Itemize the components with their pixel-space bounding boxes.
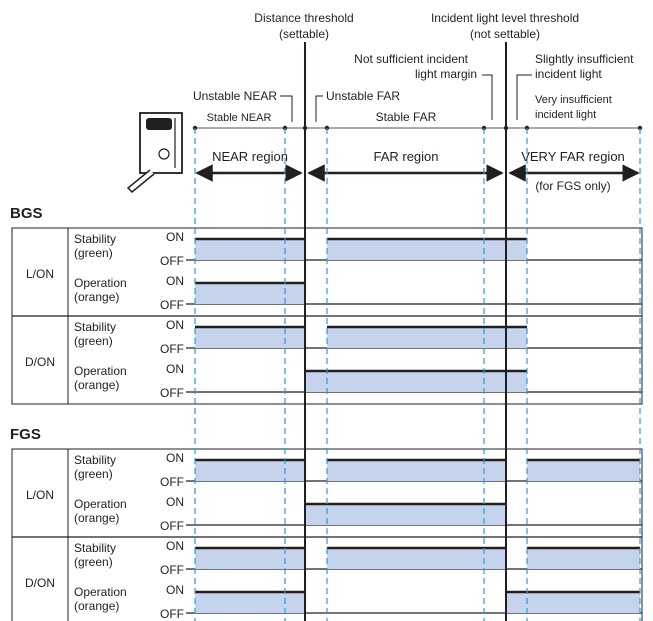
off-label: OFF: [160, 607, 184, 621]
stable-near-label: Stable NEAR: [207, 112, 272, 124]
on-interval-fill: [505, 592, 640, 613]
distance-threshold-sub: (settable): [279, 27, 329, 41]
slightly-insufficient-label: Slightly insufficient: [535, 52, 634, 66]
stability-color-label: (green): [74, 334, 113, 348]
unstable-far-label: Unstable FAR: [326, 89, 400, 103]
off-label: OFF: [160, 475, 184, 489]
unstable-near-leader: [280, 95, 293, 122]
header-annotations: Distance threshold (settable) Incident l…: [192, 11, 643, 193]
mode-l-on: L/ONStability(green)ONOFFOperation(orang…: [26, 230, 642, 312]
mode-label: L/ON: [26, 488, 54, 502]
stability-signal: Stability(green) ON OFF: [74, 451, 642, 489]
sensor-icon: [126, 112, 183, 194]
off-label: OFF: [160, 254, 184, 268]
stability-signal: Stability(green) ON OFF: [74, 318, 642, 356]
not-sufficient-sub: light margin: [415, 67, 477, 81]
operation-signal: Operation(orange) ON OFF: [74, 362, 642, 400]
on-label: ON: [166, 274, 184, 288]
for-fgs-only-label: (for FGS only): [535, 179, 610, 193]
unstable-near-label: Unstable NEAR: [193, 89, 277, 103]
on-interval-fill: [327, 327, 527, 348]
far-region-label: FAR region: [373, 149, 438, 164]
very-insufficient-sub: incident light: [535, 109, 596, 121]
operation-label: Operation: [74, 497, 127, 511]
on-interval-fill: [195, 239, 305, 260]
incident-threshold-label: Incident light level threshold: [431, 11, 579, 25]
on-interval-fill: [327, 548, 505, 569]
mode-label: D/ON: [25, 355, 55, 369]
on-interval-fill: [527, 548, 640, 569]
near-region-label: NEAR region: [212, 149, 288, 164]
stability-color-label: (green): [74, 246, 113, 260]
section-title: FGS: [10, 426, 41, 443]
on-label: ON: [166, 318, 184, 332]
timing-sections: BGSL/ONStability(green)ONOFFOperation(or…: [10, 205, 643, 621]
on-interval-fill: [527, 460, 640, 481]
operation-label: Operation: [74, 276, 127, 290]
reference-lines: [194, 42, 641, 621]
stability-color-label: (green): [74, 555, 113, 569]
mode-label: D/ON: [25, 576, 55, 590]
unstable-far-leader: [315, 95, 323, 122]
operation-signal: Operation(orange) ON OFF: [74, 583, 642, 621]
on-interval-fill: [195, 283, 305, 304]
on-interval-fill: [195, 327, 305, 348]
operation-color-label: (orange): [74, 290, 119, 304]
not-sufficient-leader: [482, 74, 493, 120]
operation-signal: Operation(orange) ON OFF: [74, 495, 642, 533]
section-bgs: BGSL/ONStability(green)ONOFFOperation(or…: [10, 205, 643, 405]
stability-label: Stability: [74, 232, 116, 246]
on-interval-fill: [195, 460, 305, 481]
operation-color-label: (orange): [74, 511, 119, 525]
mode-d-on: D/ONStability(green)ONOFFOperation(orang…: [12, 536, 642, 621]
on-interval-fill: [195, 548, 305, 569]
stability-signal: Stability(green) ON OFF: [74, 539, 642, 577]
operation-color-label: (orange): [74, 378, 119, 392]
operation-label: Operation: [74, 585, 127, 599]
off-label: OFF: [160, 386, 184, 400]
off-label: OFF: [160, 298, 184, 312]
off-label: OFF: [160, 519, 184, 533]
on-interval-fill: [305, 371, 527, 392]
distance-threshold-label: Distance threshold: [254, 11, 353, 25]
off-label: OFF: [160, 342, 184, 356]
stability-color-label: (green): [74, 467, 113, 481]
on-interval-fill: [327, 460, 505, 481]
on-label: ON: [166, 362, 184, 376]
not-sufficient-label: Not sufficient incident: [354, 52, 469, 66]
slightly-insufficient-leader: [516, 74, 532, 120]
off-label: OFF: [160, 563, 184, 577]
on-label: ON: [166, 230, 184, 244]
slightly-insufficient-sub: incident light: [535, 67, 602, 81]
mode-label: L/ON: [26, 267, 54, 281]
on-label: ON: [166, 583, 184, 597]
stability-signal: Stability(green) ON OFF: [74, 230, 642, 268]
on-interval-fill: [327, 239, 527, 260]
on-interval-fill: [195, 592, 305, 613]
operation-label: Operation: [74, 364, 127, 378]
very-far-region-label: VERY FAR region: [521, 149, 625, 164]
stable-far-label: Stable FAR: [376, 110, 437, 124]
on-interval-fill: [305, 504, 505, 525]
stability-label: Stability: [74, 453, 116, 467]
section-fgs: FGSL/ONStability(green)ONOFFOperation(or…: [10, 426, 643, 621]
incident-threshold-sub: (not settable): [470, 27, 540, 41]
stability-label: Stability: [74, 541, 116, 555]
mode-l-on: L/ONStability(green)ONOFFOperation(orang…: [26, 451, 642, 533]
on-label: ON: [166, 451, 184, 465]
on-label: ON: [166, 495, 184, 509]
section-title: BGS: [10, 205, 43, 222]
operation-signal: Operation(orange) ON OFF: [74, 274, 642, 312]
stability-label: Stability: [74, 320, 116, 334]
very-insufficient-label: Very insufficient: [535, 94, 612, 106]
on-label: ON: [166, 539, 184, 553]
operation-color-label: (orange): [74, 599, 119, 613]
mode-d-on: D/ONStability(green)ONOFFOperation(orang…: [12, 315, 642, 400]
